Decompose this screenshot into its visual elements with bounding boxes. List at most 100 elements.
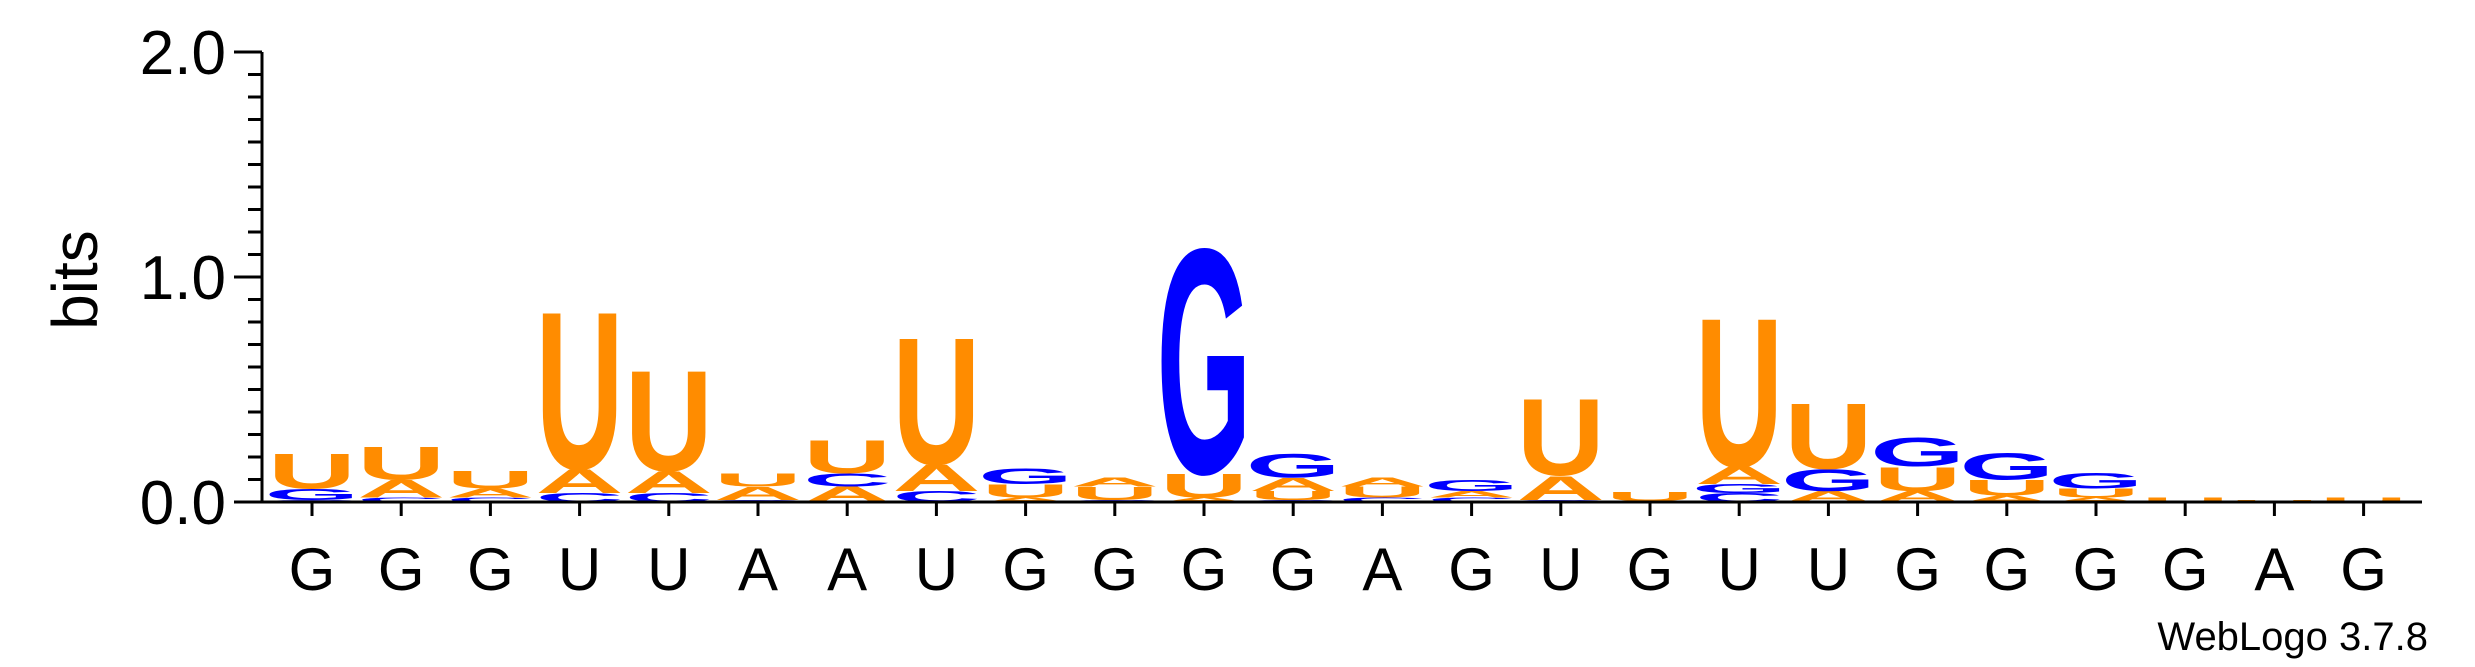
logo-letter: U bbox=[625, 341, 713, 502]
x-tick-label: G bbox=[289, 536, 336, 603]
logo-letter: A bbox=[2052, 496, 2140, 503]
logo-letter: U bbox=[1874, 460, 1962, 498]
logo-stack: CUA bbox=[1338, 475, 1426, 503]
logo-letter: U bbox=[1784, 384, 1872, 489]
logo-letter: A bbox=[982, 496, 1070, 503]
y-tick-label: 0.0 bbox=[140, 469, 226, 538]
logo-letter: U bbox=[714, 469, 802, 490]
logo-letter: C bbox=[446, 496, 534, 503]
logo-letter: A bbox=[892, 457, 980, 499]
x-tick-label: A bbox=[827, 536, 867, 603]
logo-letter: U bbox=[1160, 467, 1248, 505]
logo-letter: A bbox=[714, 483, 802, 504]
logo-letter: U bbox=[1338, 483, 1426, 500]
y-tick-label: 2.0 bbox=[140, 19, 226, 88]
logo-stack: GAU bbox=[1513, 376, 1608, 508]
logo-stack: CAU bbox=[536, 266, 624, 517]
x-tick-label: U bbox=[915, 536, 958, 603]
x-tick-label: A bbox=[2254, 536, 2294, 603]
logo-letter: A bbox=[536, 462, 624, 500]
x-tick-label: G bbox=[1627, 536, 1674, 603]
logo-letter: G bbox=[1781, 462, 1876, 497]
logo-stack: CUAG bbox=[1246, 447, 1341, 503]
x-tick-label: U bbox=[1718, 536, 1761, 603]
x-tick-label: U bbox=[647, 536, 690, 603]
logo-letter: G bbox=[265, 486, 360, 503]
logo-letter: C bbox=[357, 496, 445, 503]
x-tick-label: G bbox=[2162, 536, 2209, 603]
x-tick-label: G bbox=[1002, 536, 1049, 603]
x-tick-label: G bbox=[1181, 536, 1228, 603]
logo-stack: GAU bbox=[711, 469, 806, 504]
logo-stack: CAG bbox=[1424, 477, 1519, 504]
logo-stack: AUG bbox=[1959, 446, 2054, 504]
x-tick-label: G bbox=[2340, 536, 2387, 603]
x-tick-label: G bbox=[378, 536, 425, 603]
logo-letter: A bbox=[1428, 489, 1516, 499]
logo-letter: U bbox=[892, 300, 980, 503]
logo-letter: G bbox=[978, 464, 1073, 488]
x-tick-label: U bbox=[1539, 536, 1582, 603]
y-tick-label: 1.0 bbox=[140, 244, 226, 313]
logo-letter: U bbox=[1249, 489, 1337, 503]
logo-stack: U bbox=[2320, 496, 2408, 503]
logo-letter: U bbox=[2141, 496, 2229, 503]
weblogo-version-label: WebLogo 3.7.8 bbox=[2157, 615, 2428, 659]
logo-letter: A bbox=[446, 486, 534, 500]
logo-letter: A bbox=[357, 475, 445, 503]
logo-letter: U bbox=[1695, 273, 1783, 511]
logo-stack: CAU bbox=[357, 437, 445, 503]
logo-stack: AUG bbox=[2049, 469, 2144, 504]
x-tick-label: G bbox=[1448, 536, 1495, 603]
logo-stack: CAU bbox=[446, 466, 534, 504]
x-tick-label: G bbox=[1091, 536, 1138, 603]
logo-letter: A bbox=[1338, 475, 1426, 489]
logo-stack: CAU bbox=[625, 341, 713, 505]
x-tick-label: U bbox=[1807, 536, 1850, 603]
logo-letter: U bbox=[982, 481, 1070, 502]
logo-letter: A bbox=[1160, 496, 1248, 503]
logo-stack: CGU bbox=[265, 443, 360, 503]
logo-letter: A bbox=[1249, 474, 1337, 495]
logo-letter: A bbox=[1695, 461, 1783, 489]
logo-stack: U bbox=[2141, 496, 2229, 503]
logo-letter: C bbox=[803, 469, 891, 490]
logo-letter: C bbox=[1428, 496, 1516, 503]
logo-letter: G bbox=[1959, 446, 2054, 488]
logo-letter: G bbox=[2049, 469, 2144, 493]
x-tick-label: A bbox=[1362, 536, 1402, 603]
logo-stack: AGU bbox=[1781, 384, 1876, 506]
logo-stack: AUG bbox=[978, 464, 1073, 503]
logo-letter: A bbox=[1071, 475, 1159, 489]
x-tick-label: U bbox=[558, 536, 601, 603]
logo-letter: U bbox=[536, 266, 624, 517]
logo-stack: CUA bbox=[1071, 475, 1159, 504]
logo-stack: AUG bbox=[1157, 182, 1252, 542]
logo-stack: ACU bbox=[803, 430, 891, 507]
x-tick-label: G bbox=[467, 536, 514, 603]
logo-letter: U bbox=[446, 466, 534, 494]
logo-letter: U bbox=[1517, 376, 1605, 499]
logo-letter: U bbox=[2320, 496, 2408, 503]
x-tick-label: A bbox=[738, 536, 778, 603]
logo-letter: C bbox=[1338, 496, 1426, 503]
logo-letter: G bbox=[1424, 477, 1519, 494]
logo-letter: U bbox=[1606, 490, 1694, 504]
logo-letter: U bbox=[268, 443, 356, 499]
logo-letter: U bbox=[2052, 486, 2140, 500]
y-axis-label: bits bbox=[39, 230, 111, 330]
logo-stack: AUG bbox=[1870, 430, 1965, 506]
logo-stacks: CGUCAUCAUCAUCAUGAUACUCAUAUGCUAAUGCUAGCUA… bbox=[265, 182, 2408, 542]
logo-letter: A bbox=[1963, 494, 2051, 504]
logo-stack: CAU bbox=[892, 300, 980, 506]
logo-letter: G bbox=[1692, 482, 1787, 496]
logo-letter: U bbox=[1071, 483, 1159, 504]
x-tick-label: G bbox=[1894, 536, 1941, 603]
logo-letter: G bbox=[1870, 430, 1965, 475]
logo-letter: U bbox=[1963, 476, 2051, 500]
logo-letter: A bbox=[625, 465, 713, 500]
x-tick-label: G bbox=[2073, 536, 2120, 603]
